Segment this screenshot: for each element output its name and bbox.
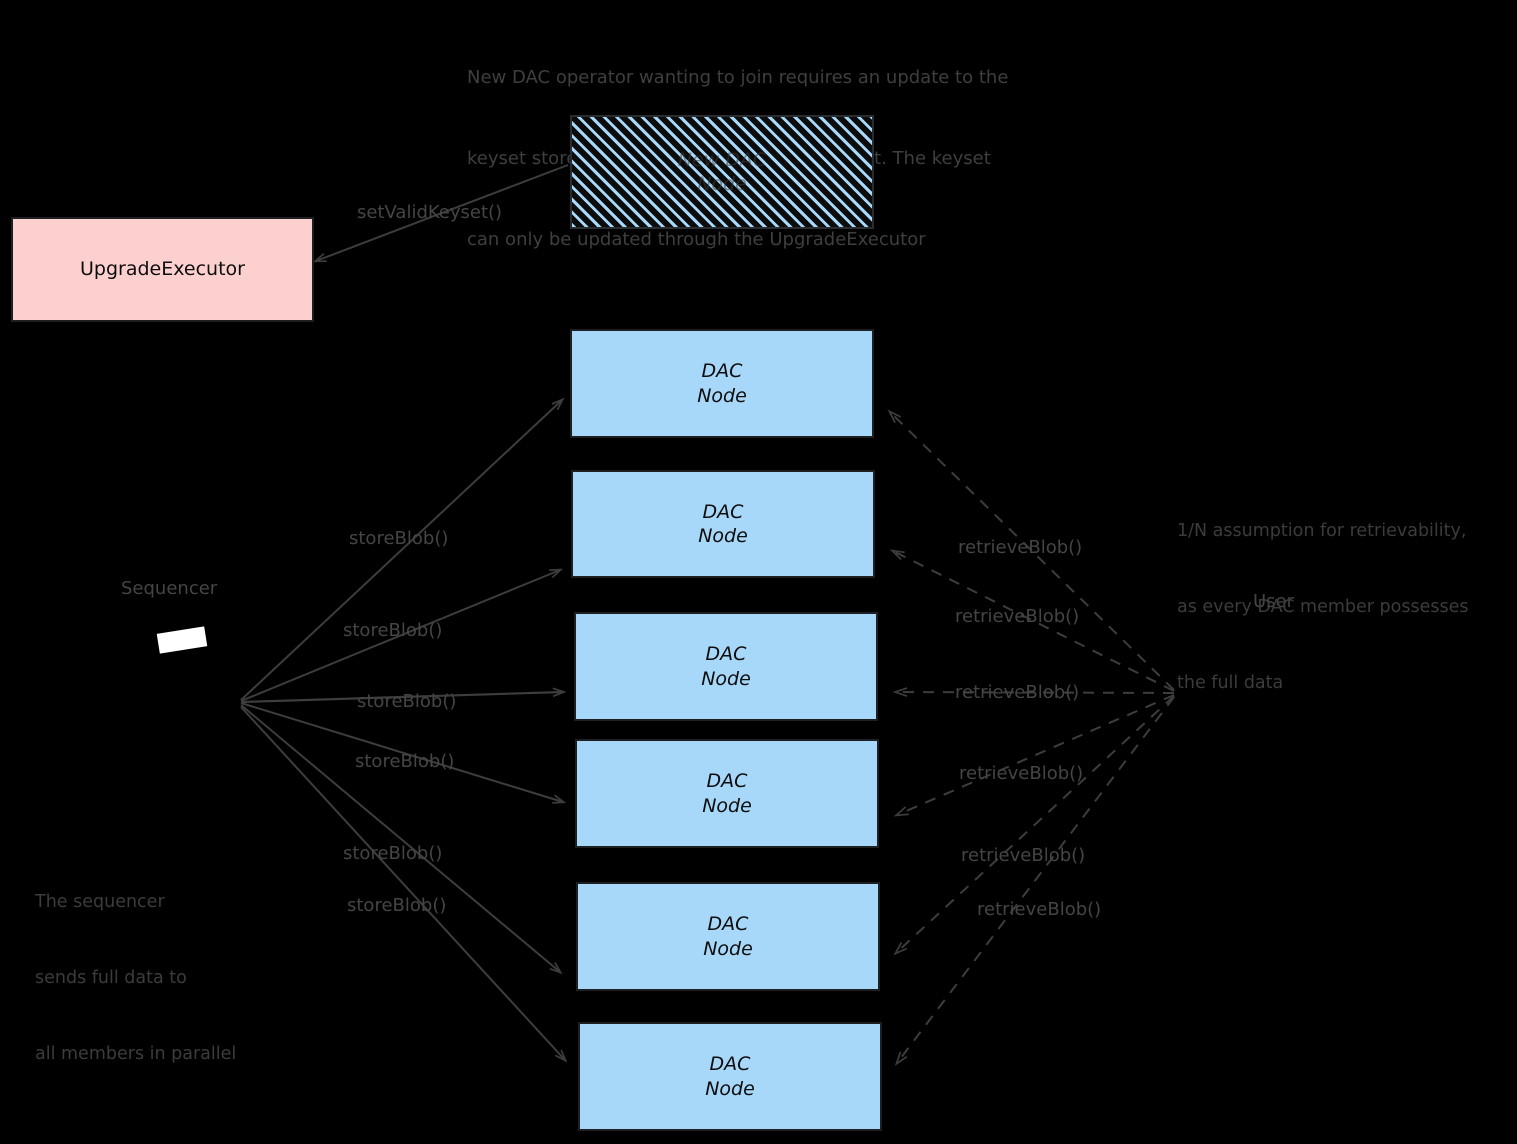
new-dac-node-label-line-1: New DAC <box>677 148 767 171</box>
dac-node-5-line-2: Node <box>703 937 753 960</box>
note-left-line-1: The sequencer <box>35 891 165 912</box>
edge-label-retrieve-blob-3: retrieveBlob() <box>955 682 1080 703</box>
dac-node-3-line-1: DAC <box>705 643 747 666</box>
edge-label-store-blob-6: storeBlob() <box>347 895 447 916</box>
note-top-line-3: can only be updated through the UpgradeE… <box>467 229 926 250</box>
dac-node-1-line-1: DAC <box>701 360 743 383</box>
dac-node-5-line-1: DAC <box>707 913 749 936</box>
new-dac-node-box[interactable]: New DAC Node <box>570 115 874 229</box>
edge-label-store-blob-3: storeBlob() <box>357 691 457 712</box>
note-left-line-2: sends full data to <box>35 967 187 988</box>
dac-node-2-line-2: Node <box>698 525 748 547</box>
note-right-line-1: 1/N assumption for retrievability, <box>1177 520 1467 541</box>
edge-label-retrieve-blob-5: retrieveBlob() <box>961 845 1086 866</box>
note-left-bottom: The sequencer sends full data to all mem… <box>35 839 236 1118</box>
dac-node-1-line-2: Node <box>697 384 747 407</box>
edge-label-retrieve-blob-2: retrieveBlob() <box>955 606 1080 627</box>
edge-group-retrieve-blob <box>887 409 1175 1066</box>
dac-node-4-line-1: DAC <box>706 770 748 793</box>
note-left-line-3: all members in parallel <box>35 1044 237 1064</box>
dac-node-box-3[interactable]: DAC Node <box>574 612 878 721</box>
new-dac-node-label-line-2: Node <box>697 173 747 195</box>
edge-group-store-blob <box>240 400 565 1060</box>
dac-node-box-2[interactable]: DAC Node <box>571 470 875 578</box>
sequencer-label: Sequencer <box>121 578 218 599</box>
dac-node-box-4[interactable]: DAC Node <box>575 739 879 848</box>
dac-node-4-line-2: Node <box>702 794 752 817</box>
edge-label-store-blob-2: storeBlob() <box>343 620 443 641</box>
sequencer-icon <box>156 626 208 654</box>
user-label: User <box>1253 591 1295 612</box>
note-right-line-3: the full data <box>1177 673 1284 693</box>
note-right-line-2: as every DAC member possesses <box>1177 596 1469 617</box>
edge-label-set-valid-keyset: setValidKeyset() <box>357 202 503 223</box>
edge-label-retrieve-blob-4: retrieveBlob() <box>959 763 1084 784</box>
upgrade-executor-label: UpgradeExecutor <box>80 258 245 281</box>
dac-node-6-line-2: Node <box>705 1077 755 1100</box>
dac-node-3-line-2: Node <box>701 667 751 690</box>
edge-label-store-blob-4: storeBlob() <box>355 751 455 772</box>
dac-node-box-1[interactable]: DAC Node <box>570 329 874 438</box>
dac-node-6-line-1: DAC <box>709 1053 751 1076</box>
dac-node-box-5[interactable]: DAC Node <box>576 882 880 991</box>
edge-label-store-blob-5: storeBlob() <box>343 843 443 864</box>
edge-label-retrieve-blob-6: retrieveBlob() <box>977 899 1102 920</box>
dac-node-2-line-1: DAC <box>702 500 744 523</box>
upgrade-executor-box[interactable]: UpgradeExecutor <box>11 217 314 322</box>
edge-label-retrieve-blob-1: retrieveBlob() <box>958 537 1083 558</box>
note-right: 1/N assumption for retrievability, as ev… <box>1177 468 1468 747</box>
edge-label-store-blob-1: storeBlob() <box>349 528 449 549</box>
note-top-line-1: New DAC operator wanting to join require… <box>467 67 1009 88</box>
dac-node-box-6[interactable]: DAC Node <box>578 1022 882 1131</box>
